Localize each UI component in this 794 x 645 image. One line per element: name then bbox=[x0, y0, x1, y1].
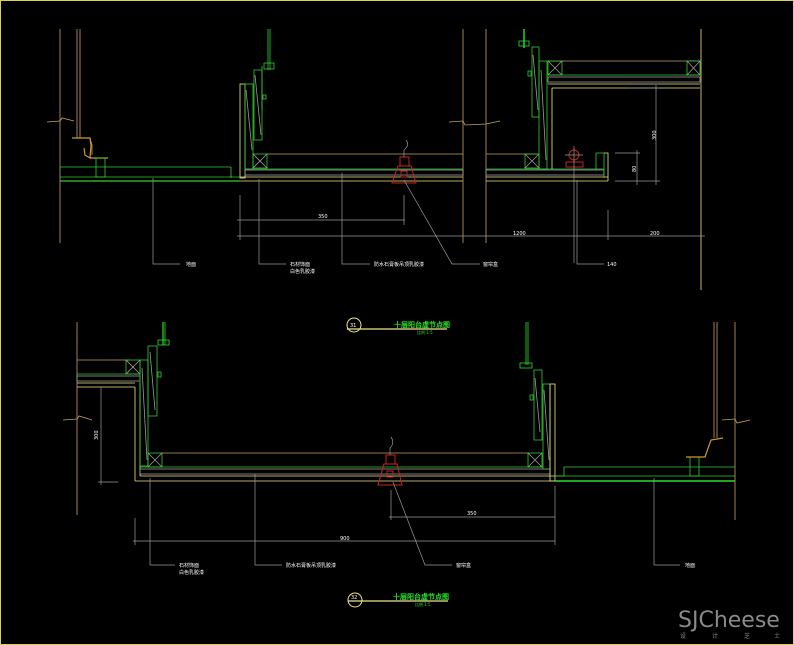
dim-350-bottom: 350 bbox=[467, 511, 477, 517]
bottom-right-ceiling-box bbox=[519, 322, 556, 482]
leader-label-ceiling-top: 防水石膏板吊顶乳胶漆 bbox=[374, 261, 424, 268]
watermark-char-2: 计 bbox=[712, 632, 718, 640]
detail-marker-circle-bottom bbox=[347, 592, 363, 608]
bottom-left-wall bbox=[62, 322, 130, 515]
watermark-char-3: 芝 bbox=[744, 632, 750, 640]
watermark-char-1: 设 bbox=[680, 632, 686, 640]
top-detail-title: 十层阳台虚节点图 bbox=[394, 320, 450, 329]
leader-label-paint-top: 白色乳胶漆 bbox=[290, 268, 315, 275]
left-wall bbox=[46, 29, 93, 243]
dim-200: 200 bbox=[650, 231, 660, 237]
upper-right-ceiling bbox=[547, 29, 702, 290]
leader-label-ceiling-bottom: 防水石膏板吊顶乳胶漆 bbox=[286, 562, 336, 569]
dim-900: 900 bbox=[340, 536, 350, 542]
curtain-hanger-bottom bbox=[377, 436, 403, 486]
leader-label-curtain-bottom: 窗帘盒 bbox=[456, 562, 471, 569]
curtain-fixture-right bbox=[565, 146, 584, 263]
bottom-detail-title: 十层阳台虚节点图 bbox=[393, 592, 449, 601]
top-leaders bbox=[152, 173, 604, 265]
floor-slab-left bbox=[60, 157, 240, 182]
watermark-char-4: 士 bbox=[774, 632, 780, 640]
watermark-brand: SJCheese bbox=[678, 608, 780, 633]
dim-300-top: 300 bbox=[652, 130, 658, 140]
dim-80-top: 80 bbox=[632, 166, 638, 172]
detail-marker-circle bbox=[346, 317, 362, 333]
dim-350-top: 350 bbox=[318, 214, 328, 220]
leader-label-floor-bottom: 地面 bbox=[685, 562, 695, 569]
dim-300-bottom: 300 bbox=[94, 430, 100, 440]
top-dimension-lines bbox=[237, 85, 705, 240]
top-detail-scale: 比例 1:5 bbox=[417, 329, 433, 335]
detail-marker-number-bottom: 32 bbox=[351, 595, 357, 601]
sill-bracket bbox=[72, 137, 108, 160]
bottom-upper-left-ceiling bbox=[76, 322, 170, 481]
leader-label-stone-bottom: 石材饰面 bbox=[179, 562, 199, 569]
top-detail: 350 1200 200 300 80 地面 石材饰面 白色乳胶漆 防水石膏板吊… bbox=[46, 29, 705, 335]
ceiling-panel-right bbox=[485, 29, 609, 182]
bottom-ceiling-panel bbox=[135, 452, 555, 482]
watermark: SJCheese 设 计 芝 士 bbox=[678, 608, 780, 640]
leader-label-stone-top: 石材饰面 bbox=[290, 261, 310, 268]
dim-1200: 1200 bbox=[513, 231, 526, 237]
top-title-block: 31 十层阳台虚节点图 比例 1:5 bbox=[346, 317, 450, 335]
detail-marker-number-top: 31 bbox=[350, 323, 356, 329]
bottom-detail: 300 900 350 石材饰面 白色乳胶漆 防水石膏板吊顶乳胶漆 窗帘盒 地面… bbox=[62, 322, 751, 608]
curtain-hanger-top bbox=[391, 139, 417, 184]
bottom-dimension-lines bbox=[98, 387, 556, 545]
leader-label-paint-bottom: 白色乳胶漆 bbox=[179, 569, 204, 576]
bottom-title-block: 32 十层阳台虚节点图 比例 1:5 bbox=[347, 592, 449, 608]
bottom-detail-scale: 比例 1:5 bbox=[415, 601, 431, 607]
ceiling-panel-center bbox=[240, 153, 464, 182]
leader-label-140: 140 bbox=[607, 262, 617, 268]
ceiling-box-left bbox=[239, 29, 275, 179]
bottom-leaders bbox=[149, 474, 680, 566]
center-column bbox=[448, 29, 501, 243]
bottom-right-floor bbox=[555, 322, 751, 520]
leader-label-floor-top: 地面 bbox=[186, 261, 196, 268]
leader-label-curtain-top: 窗帘盒 bbox=[483, 261, 498, 268]
